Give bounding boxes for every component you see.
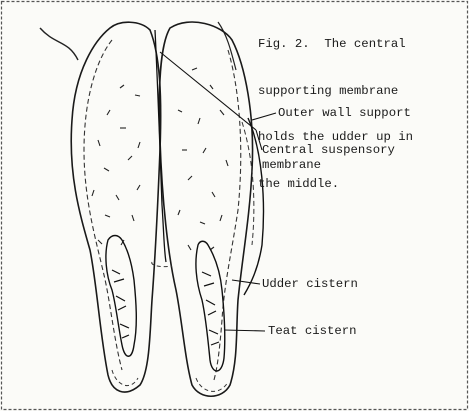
left-tissue-speckles — [92, 85, 140, 245]
caption-line: Fig. 2. The central — [258, 37, 469, 53]
right-cistern — [196, 241, 225, 371]
left-teat-tip — [112, 370, 138, 386]
label-outer-wall-support: Outer wall support — [278, 106, 411, 120]
left-inner-envelope — [84, 40, 122, 370]
caption-line: the middle. — [258, 177, 469, 193]
left-quarter-outline — [71, 22, 160, 392]
label-central-membrane-line2: membrane — [262, 158, 321, 172]
left-top-strand — [40, 28, 78, 60]
caption-line: supporting membrane — [258, 84, 469, 100]
teat-cistern-pointer — [224, 330, 265, 331]
left-cistern — [106, 236, 136, 357]
label-central-membrane-line1: Central suspensory — [262, 143, 395, 157]
right-tissue-speckles — [178, 68, 228, 250]
label-teat-cistern: Teat cistern — [268, 324, 357, 338]
right-cistern-hatching — [202, 272, 219, 345]
label-udder-cistern: Udder cistern — [262, 277, 358, 291]
right-teat-tip — [196, 378, 228, 391]
udder-cistern-pointer — [232, 280, 260, 284]
